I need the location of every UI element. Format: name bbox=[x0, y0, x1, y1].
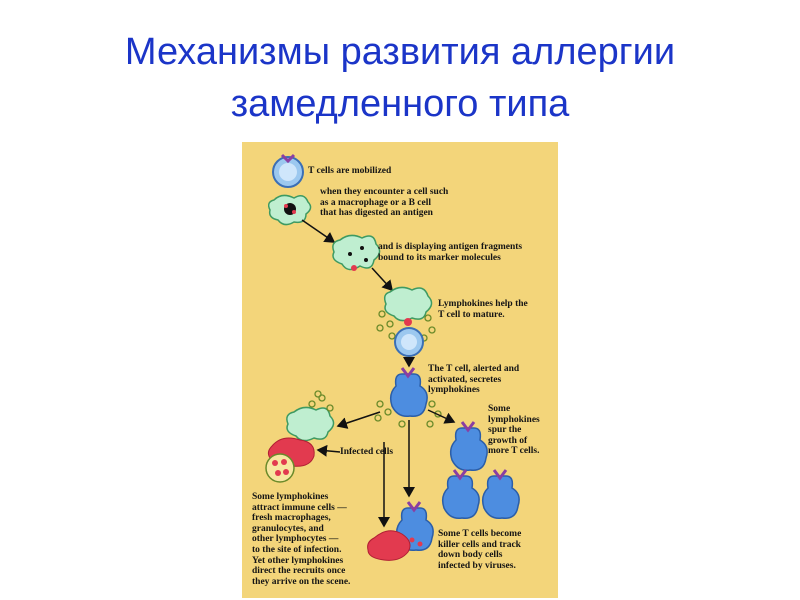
granulocyte-cell bbox=[265, 453, 295, 483]
t-cell-proliferating-3 bbox=[481, 469, 520, 520]
diagram-graphics bbox=[265, 153, 520, 561]
label-t-cells-mobilized: T cells are mobilized bbox=[308, 166, 392, 176]
t-cell-circle-mature bbox=[394, 327, 424, 357]
arrow-infected-cells bbox=[316, 444, 341, 457]
title-line-1: Механизмы развития аллергии bbox=[124, 31, 676, 73]
arrow-to-more-t-cells bbox=[427, 409, 456, 424]
macrophage-cell-3 bbox=[383, 286, 433, 326]
slide-title: Механизмы развития аллергии замедленного… bbox=[0, 26, 800, 130]
t-cell-proliferating-2 bbox=[441, 469, 480, 520]
arrow-2 bbox=[371, 267, 394, 292]
label-killer-cells: Some T cells become killer cells and tra… bbox=[438, 529, 522, 571]
label-lymphokines-help: Lymphokines help the T cell to mature. bbox=[438, 299, 528, 320]
label-attract-immune-cells: Some lymphokines attract immune cells — … bbox=[252, 492, 351, 587]
arrow-to-macrophage bbox=[336, 411, 381, 429]
infected-cell-2 bbox=[367, 530, 411, 561]
arrow-1 bbox=[301, 219, 336, 243]
lymphokine-dots-2 bbox=[374, 400, 442, 428]
t-cell-circle-top bbox=[272, 153, 304, 188]
label-displaying-fragments: and is displaying antigen fragments boun… bbox=[378, 242, 523, 263]
label-encounter-cell: when they encounter a cell such as a mac… bbox=[320, 187, 449, 219]
macrophage-cell-1 bbox=[267, 194, 312, 226]
t-cell-proliferating-1 bbox=[449, 421, 488, 472]
immune-response-figure: T cells are mobilized when they encounte… bbox=[242, 142, 558, 598]
macrophage-cell-4 bbox=[286, 406, 335, 442]
label-t-cell-alerted: The T cell, alerted and activated, secre… bbox=[428, 364, 520, 396]
lymphokine-dots-1 bbox=[376, 310, 436, 342]
label-infected-cells: Infected cells bbox=[340, 447, 394, 457]
activated-t-cell bbox=[389, 367, 428, 418]
title-line-2: замедленного типа bbox=[230, 83, 570, 125]
label-some-lymphokines-spur: Some lymphokines spur the growth of more… bbox=[488, 404, 540, 457]
macrophage-cell-2 bbox=[332, 234, 381, 271]
lymphokine-dots-3 bbox=[308, 390, 334, 412]
